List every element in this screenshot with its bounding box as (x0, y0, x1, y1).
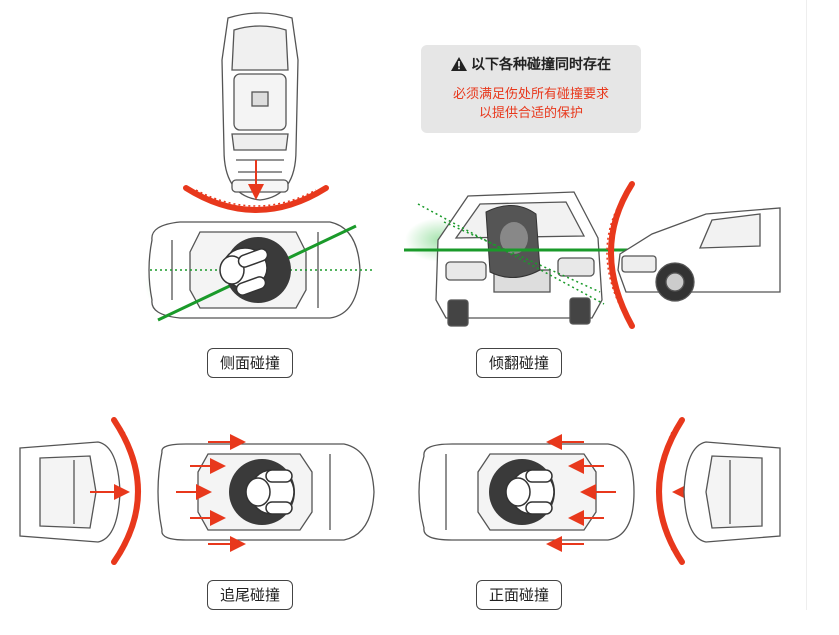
impacting-car-top (221, 12, 299, 201)
notice-line-1: 必须满足伤处所有碰撞要求 (452, 87, 609, 102)
rear-impact-scene (19, 417, 375, 565)
force-arrows-rear (176, 434, 246, 552)
child-seat-icon (485, 205, 541, 278)
page-divider (806, 0, 807, 610)
label-side-impact: 侧面碰撞 (207, 348, 294, 378)
impacting-car-side (617, 207, 781, 302)
impact-arc-icon (183, 185, 329, 213)
child-seat-icon (219, 237, 291, 303)
impacting-car-right (683, 441, 781, 543)
notice-panel: 以下各种碰撞同时存在 必须满足伤处所有碰撞要求 以提供合适的保护 (421, 45, 641, 133)
impact-arc-icon (608, 181, 635, 329)
notice-line-2: 以提供合适的保护 (478, 106, 583, 121)
warning-icon (451, 57, 467, 75)
front-impact-scene (418, 417, 781, 565)
axis-dotted (417, 203, 605, 305)
label-rollover: 倾翻碰撞 (476, 348, 563, 378)
label-rear-impact: 追尾碰撞 (207, 580, 294, 610)
impacting-car-left (19, 441, 121, 543)
child-seat-icon (489, 459, 555, 525)
label-front-impact: 正面碰撞 (476, 580, 563, 610)
notice-heading-row: 以下各种碰撞同时存在 (421, 54, 641, 75)
side-impact-scene (145, 12, 372, 322)
rollover-scene (404, 181, 781, 329)
child-seat-icon (229, 459, 295, 525)
force-arrows-front (546, 434, 616, 552)
notice-heading: 以下各种碰撞同时存在 (471, 57, 611, 73)
